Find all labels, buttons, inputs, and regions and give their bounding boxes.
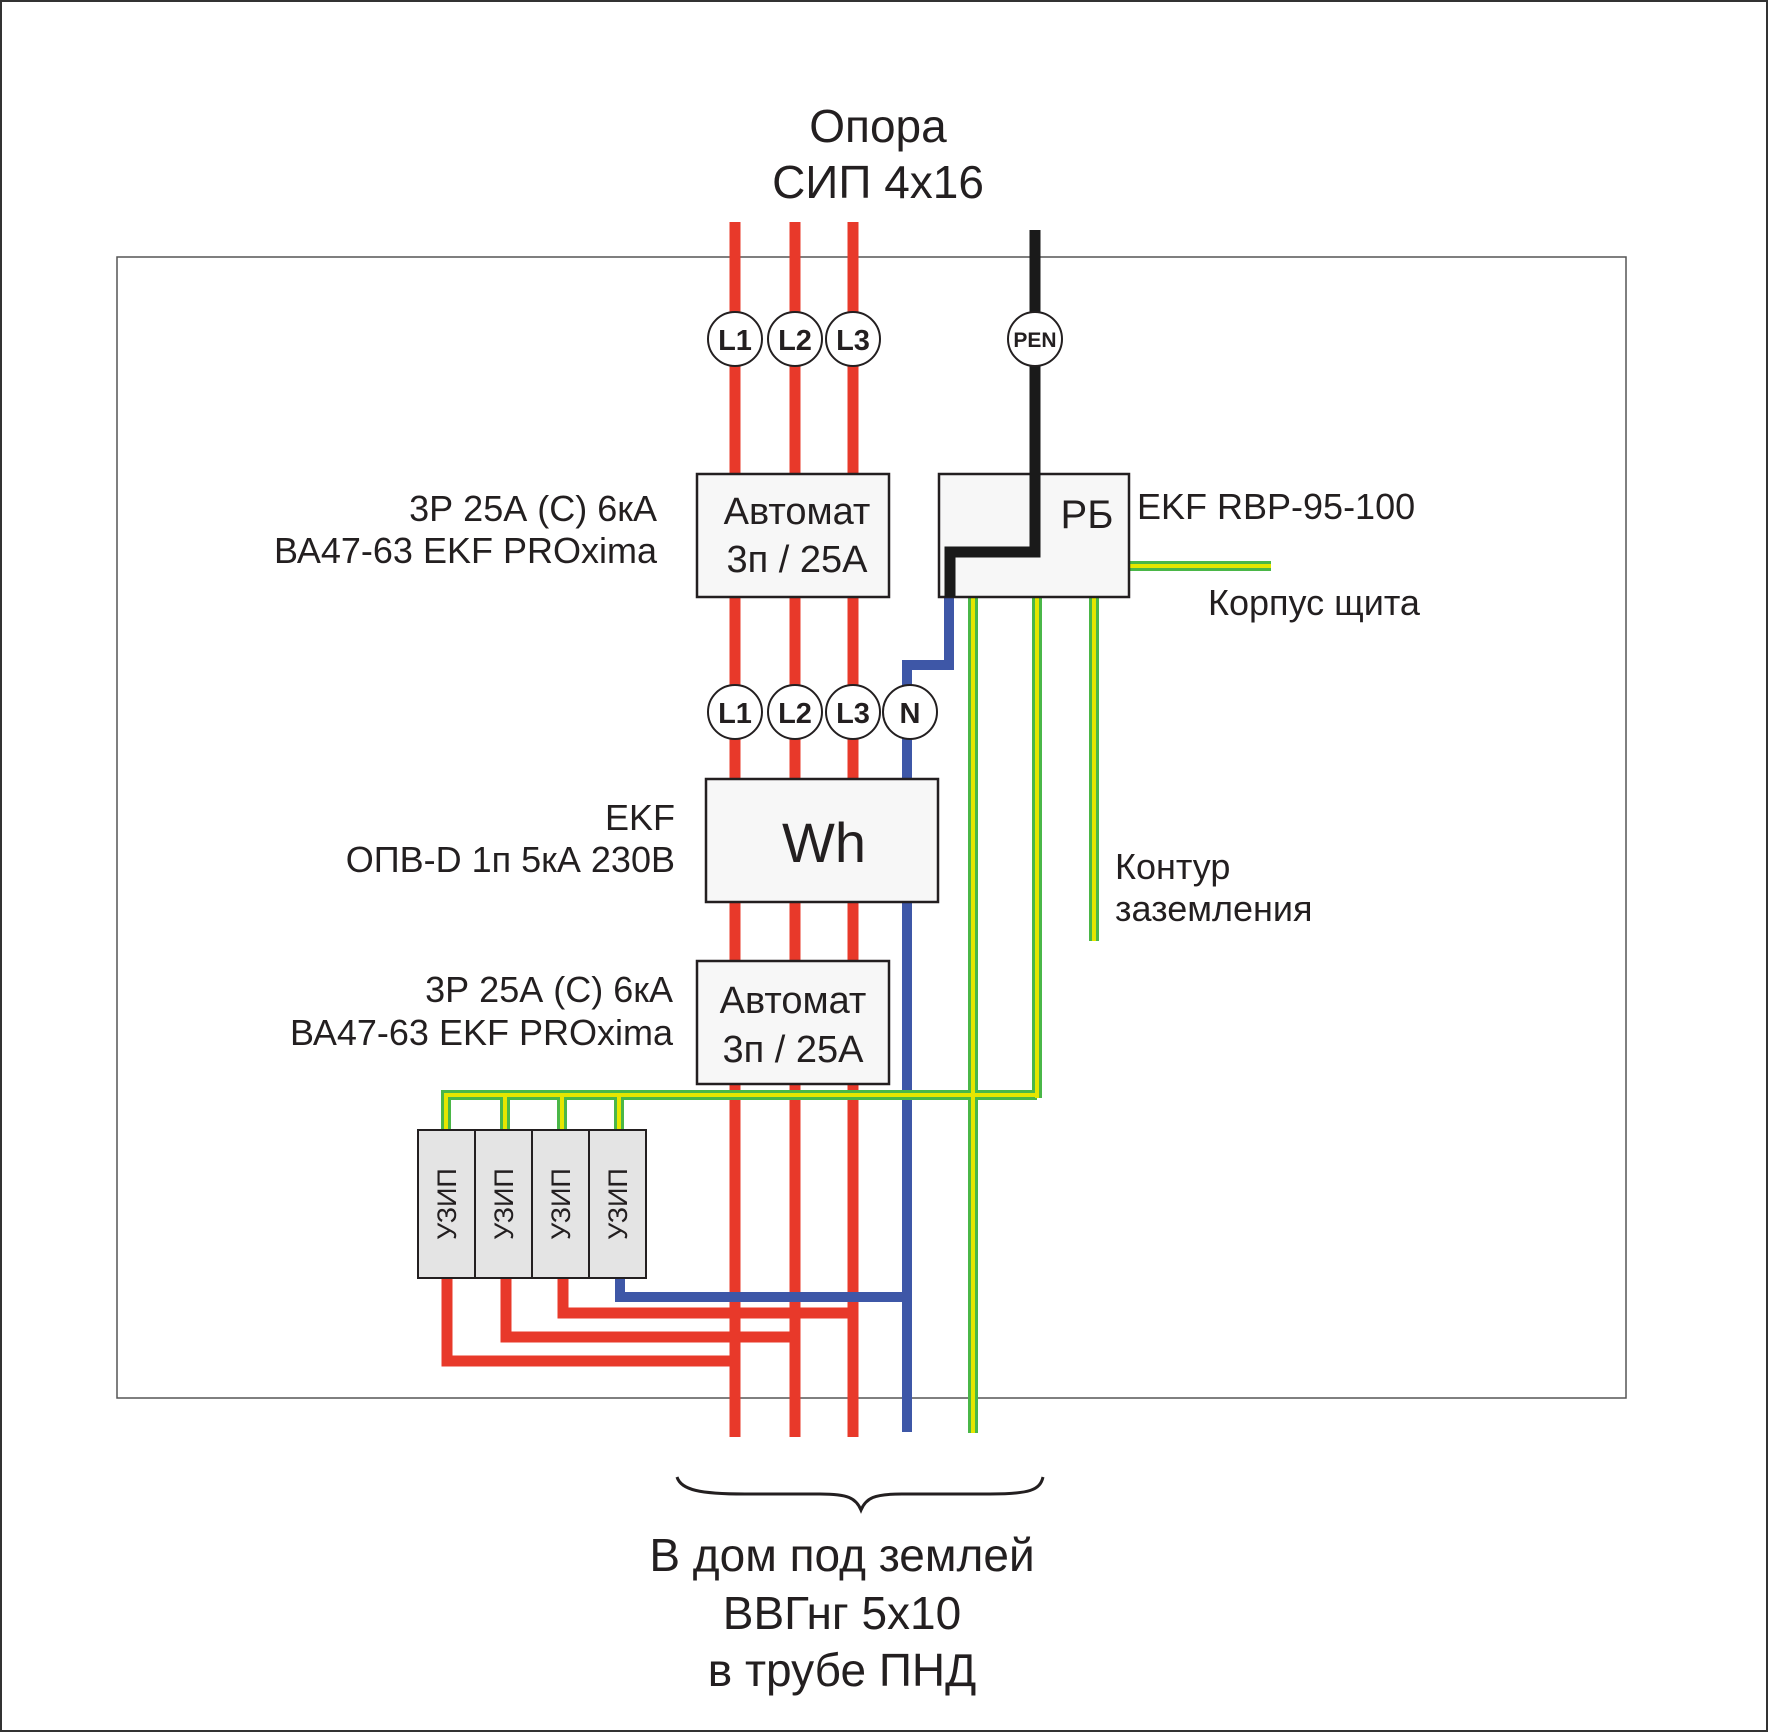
breaker-bottom-spec-1: 3Р 25А (С) 6кА [425, 969, 673, 1010]
uzip-label-4: УЗИП [603, 1168, 633, 1240]
terminal-mid-n: N [900, 698, 921, 730]
breaker-bottom-label-1: Автомат [720, 980, 867, 1022]
uzip-neutral-wire [615, 1277, 907, 1302]
neutral-wires [615, 593, 954, 1432]
cable-bundle-brace [675, 1476, 1045, 1514]
top-label-line1: Опора [809, 100, 947, 152]
neutral-wire [902, 593, 954, 1432]
ground-loop-label-1: Контур [1115, 846, 1230, 887]
breaker-bottom-label-2: 3п / 25А [723, 1029, 865, 1071]
terminal-top-l1: L1 [718, 325, 752, 357]
uzip-module-4 [588, 1129, 647, 1279]
meter-spec-2: ОПВ-D 1п 5кА 230В [346, 839, 675, 880]
meter-label: Wh [782, 811, 866, 874]
breaker-top-label-1: Автомат [724, 491, 871, 533]
breaker-top-spec-1: 3Р 25А (С) 6кА [409, 488, 657, 529]
uzip-label-3: УЗИП [546, 1168, 576, 1240]
breaker-top-box [695, 472, 891, 599]
uzip-label-2: УЗИП [489, 1168, 519, 1240]
busbar-spec: EKF RBP-95-100 [1137, 486, 1415, 527]
meter-box [704, 777, 940, 904]
uzip-wire-3 [557, 1277, 853, 1319]
uzip-module-1 [417, 1129, 476, 1279]
bottom-label-line1: В дом под землей [649, 1529, 1034, 1581]
ground-loop-label-2: заземления [1115, 888, 1313, 929]
terminals-mid: L1 L2 L3 N [707, 684, 938, 740]
uzip-label-1: УЗИП [432, 1168, 462, 1240]
breaker-bottom-box [695, 959, 891, 1086]
breaker-top-label-2: 3п / 25А [727, 539, 869, 581]
busbar-label: РБ [1061, 493, 1114, 537]
bottom-label-line2: ВВГнг 5х10 [723, 1587, 961, 1639]
top-label-line2: СИП 4х16 [772, 156, 984, 208]
meter-spec-1: EKF [605, 797, 675, 838]
pen-wire [944, 230, 1041, 597]
breaker-top-spec-2: ВА47-63 EKF PROxima [274, 530, 658, 571]
terminal-mid-l3: L3 [836, 698, 870, 730]
panel-enclosure [116, 256, 1627, 1399]
breaker-bottom-spec-2: ВА47-63 EKF PROxima [290, 1012, 674, 1053]
uzip-wire-1 [441, 1277, 735, 1367]
terminal-top-l3: L3 [836, 325, 870, 357]
terminal-pen-label: PEN [1013, 329, 1056, 352]
uzip-wire-2 [500, 1277, 795, 1343]
terminal-top-l2: L2 [778, 325, 812, 357]
surge-arresters: УЗИП УЗИП УЗИП УЗИП [417, 1129, 647, 1279]
bottom-label-line3: в трубе ПНД [708, 1644, 977, 1696]
terminals-top: L1 L2 L3 [707, 311, 881, 367]
terminal-pen: PEN [1007, 311, 1063, 367]
pe-wires [441, 561, 1271, 1433]
enclosure-ground-label: Корпус щита [1208, 582, 1421, 623]
terminal-mid-l2: L2 [778, 698, 812, 730]
terminal-mid-l1: L1 [718, 698, 752, 730]
uzip-module-2 [474, 1129, 533, 1279]
